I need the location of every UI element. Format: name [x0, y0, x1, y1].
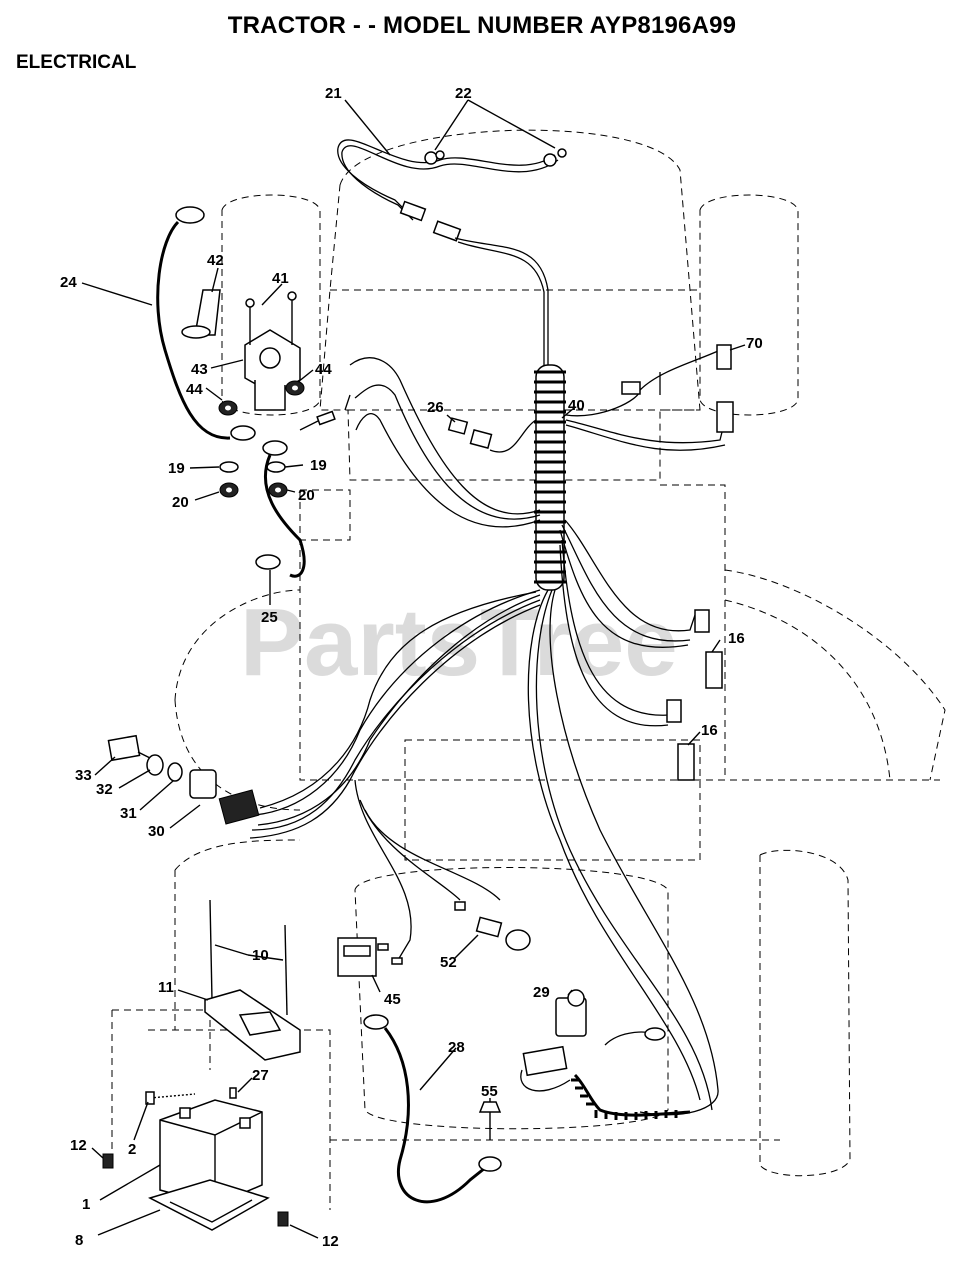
callout-70: 70 [746, 335, 763, 352]
callout-labels: 21 22 24 42 41 43 44 44 19 19 20 20 25 2… [60, 85, 763, 1250]
callout-20-right: 20 [298, 487, 315, 504]
callout-29: 29 [533, 984, 550, 1001]
callout-52: 52 [440, 954, 457, 971]
callout-40: 40 [568, 397, 585, 414]
callout-28: 28 [448, 1039, 465, 1056]
hourmeter-45 [337, 937, 403, 977]
bolts [102, 1087, 289, 1227]
callout-26: 26 [427, 399, 444, 416]
callout-43: 43 [191, 361, 208, 378]
pto-switch-29 [520, 989, 666, 1092]
callout-22: 22 [455, 85, 472, 102]
callout-8: 8 [75, 1232, 83, 1249]
callout-44-left: 44 [186, 381, 203, 398]
leader-lines [81, 99, 746, 1239]
callout-12-left: 12 [70, 1137, 87, 1154]
callout-10: 10 [252, 947, 269, 964]
headlight-harness [337, 139, 567, 370]
callout-21: 21 [325, 85, 342, 102]
callout-19-left: 19 [168, 460, 185, 477]
connector-70 [621, 344, 734, 433]
callout-31: 31 [120, 805, 137, 822]
connectors-16 [666, 609, 723, 781]
ignition-switch [107, 734, 260, 825]
bolt-55 [478, 1101, 502, 1140]
callout-20-left: 20 [172, 494, 189, 511]
callout-45: 45 [384, 991, 401, 1008]
callout-27: 27 [252, 1067, 269, 1084]
callout-55: 55 [481, 1083, 498, 1100]
callout-33: 33 [75, 767, 92, 784]
callout-16-lower: 16 [701, 722, 718, 739]
pto-coil [571, 1073, 691, 1120]
callout-25: 25 [261, 609, 278, 626]
coiled-harness [534, 364, 566, 591]
callout-44-right: 44 [315, 361, 332, 378]
battery [159, 1099, 263, 1206]
main-harness [249, 349, 726, 1116]
callout-2: 2 [128, 1141, 136, 1158]
battery-hold-down [204, 899, 301, 1061]
callout-30: 30 [148, 823, 165, 840]
callout-19-right: 19 [310, 457, 327, 474]
watermark: PartsTree [240, 589, 678, 696]
callout-1: 1 [82, 1196, 90, 1213]
battery-cable-28 [363, 1014, 502, 1204]
battery-cable-24 [156, 206, 256, 441]
cable-25 [255, 440, 306, 578]
callout-42: 42 [207, 252, 224, 269]
callout-12-right: 12 [322, 1233, 339, 1250]
callout-32: 32 [96, 781, 113, 798]
callout-11: 11 [158, 979, 174, 996]
connector-52 [454, 901, 531, 951]
callout-41: 41 [272, 270, 289, 287]
tractor-outline [111, 129, 946, 1210]
solenoid-43 [181, 289, 351, 498]
callout-16-upper: 16 [728, 630, 745, 647]
callout-24: 24 [60, 274, 77, 291]
diagram-title: TRACTOR - - MODEL NUMBER AYP8196A99 [227, 12, 737, 39]
connector-26 [447, 417, 493, 450]
section-label: ELECTRICAL [16, 52, 137, 73]
battery-tray [148, 1179, 270, 1231]
